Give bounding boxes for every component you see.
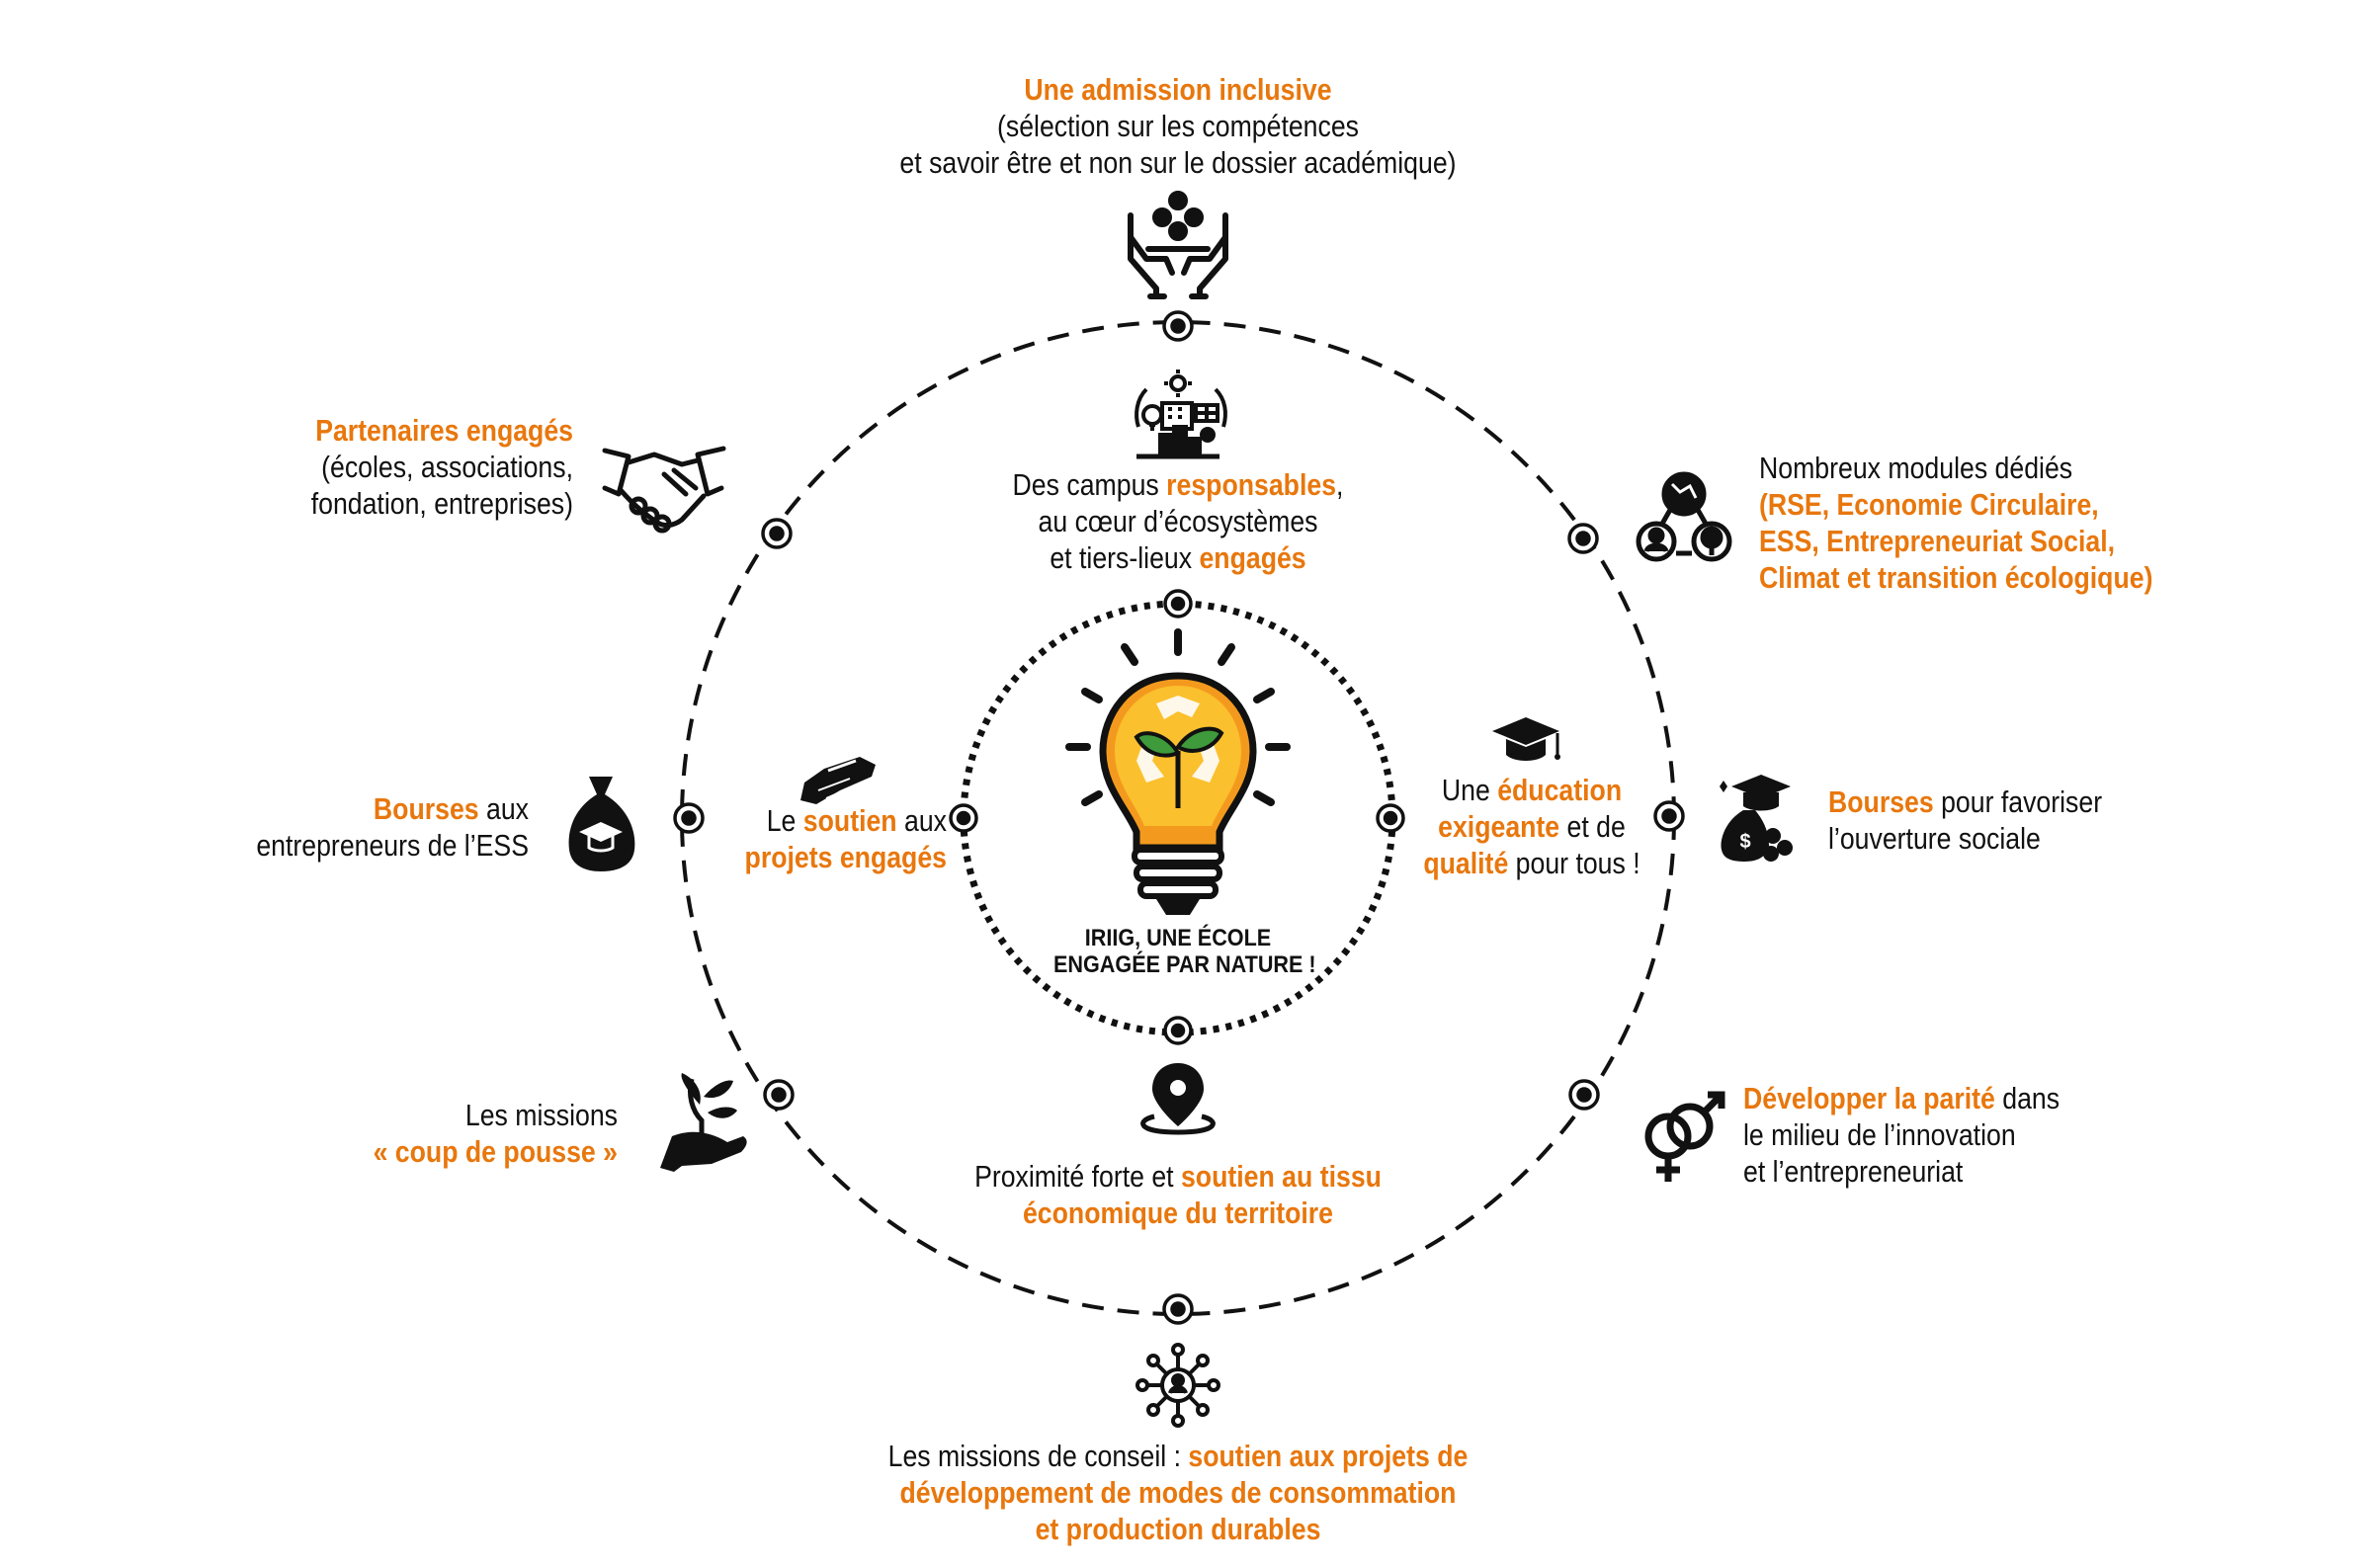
campus-line3-highlight: engagés (1199, 540, 1306, 575)
graduation-money-icon: $ (1720, 775, 1793, 862)
bourses-ess-rest: aux (478, 791, 529, 826)
engaged-partners-title: Partenaires engagés (315, 413, 573, 448)
inner-node-right (1376, 803, 1405, 833)
inner-node-bottom (1163, 1016, 1193, 1045)
bourses-ess-line2: entrepreneurs de l’ESS (256, 828, 529, 863)
sustainable-campus-icon (1135, 370, 1227, 459)
node-right (1653, 800, 1685, 832)
inclusive-admission-line3: et savoir être et non sur le dossier aca… (899, 145, 1457, 180)
dedicated-modules-line1: Nombreux modules dédiés (1759, 451, 2073, 485)
plant-in-hand-icon (660, 1073, 747, 1172)
bourses-sociale-rest: pour favoriser (1933, 784, 2103, 819)
education-line2-highlight: exigeante (1438, 809, 1560, 844)
gender-symbols-icon (1644, 1091, 1725, 1182)
education-line3-rest: pour tous ! (1508, 846, 1640, 880)
label-dedicated-modules: Nombreux modules dédiés (RSE, Economie C… (1759, 450, 2201, 596)
dedicated-modules-line2: (RSE, Economie Circulaire, (1759, 487, 2099, 522)
parite-line3: et l’entrepreneuriat (1743, 1154, 1964, 1189)
node-top-right (1567, 523, 1599, 554)
dedicated-modules-line3: ESS, Entrepreneuriat Social, (1759, 524, 2116, 558)
soutien-rest: aux (896, 803, 947, 838)
label-education-exigeante: Une éducation exigeante et de qualité po… (1404, 772, 1659, 881)
label-proximite: Proximité forte et soutien au tissu écon… (881, 1158, 1475, 1231)
soutien-line2: projets engagés (744, 840, 947, 874)
campus-line3-lead: et tiers-lieux (1050, 540, 1200, 575)
lightbulb-recycle-icon (1065, 628, 1291, 915)
education-highlight: éducation (1497, 773, 1623, 807)
label-bourses-ess: Bourses aux entrepreneurs de l’ESS (227, 790, 529, 864)
global-network-people-icon (1636, 471, 1732, 562)
missions-conseil-line2: développement de modes de consommation (899, 1475, 1457, 1510)
network-hub-person-icon (1135, 1343, 1220, 1428)
label-missions-conseil: Les missions de conseil : soutien aux pr… (753, 1438, 1603, 1547)
proximite-line2: économique du territoire (1022, 1196, 1334, 1230)
label-parite: Développer la parité dans le milieu de l… (1743, 1080, 2083, 1190)
coup-de-pousse-line1: Les missions (464, 1098, 618, 1132)
education-line2-rest: et de (1559, 809, 1626, 844)
handshake-icon (602, 446, 726, 534)
node-bottom-left (763, 1079, 795, 1111)
missions-conseil-highlight: soutien aux projets de (1188, 1439, 1469, 1473)
svg-text:$: $ (1739, 831, 1750, 853)
label-soutien-projets: Le soutien aux projets engagés (727, 802, 947, 875)
proximite-lead: Proximité forte et (974, 1159, 1181, 1194)
inner-node-top (1163, 589, 1193, 619)
bourses-sociale-line2: l’ouverture sociale (1828, 821, 2041, 856)
campus-lead: Des campus (1012, 467, 1167, 502)
node-top (1162, 310, 1194, 342)
inclusive-admission-title: Une admission inclusive (1024, 72, 1332, 107)
bourses-ess-highlight: Bourses (373, 791, 479, 826)
missions-conseil-line3: et production durables (1035, 1512, 1321, 1546)
node-left (673, 802, 705, 834)
parite-line2: le milieu de l’innovation (1743, 1117, 2016, 1152)
inclusive-admission-line2: (sélection sur les compétences (996, 109, 1360, 143)
education-lead: Une (1441, 773, 1498, 807)
inner-nodes (949, 589, 1405, 1045)
center-caption: IRIIG, UNE ÉCOLE ENGAGÉE PAR NATURE ! (1053, 925, 1316, 978)
engaged-partners-line2: (écoles, associations, (321, 450, 573, 484)
parite-rest: dans (1994, 1081, 2060, 1115)
label-engaged-partners: Partenaires engagés (écoles, association… (250, 412, 573, 522)
label-bourses-sociale: Bourses pour favoriser l’ouverture socia… (1828, 784, 2135, 857)
node-bottom (1162, 1293, 1194, 1325)
parite-highlight: Développer la parité (1743, 1081, 1995, 1115)
soutien-lead: Le (766, 803, 803, 838)
campus-highlight: responsables (1166, 467, 1337, 502)
location-pin-icon (1140, 1063, 1216, 1135)
center-caption-line1: IRIIG, UNE ÉCOLE (1084, 925, 1272, 951)
label-coup-de-pousse: Les missions « coup de pousse » (359, 1097, 618, 1170)
missions-conseil-lead: Les missions de conseil : (887, 1439, 1189, 1473)
center-caption-line2: ENGAGÉE PAR NATURE ! (1053, 951, 1316, 978)
node-bottom-right (1568, 1079, 1600, 1111)
outer-nodes (673, 310, 1685, 1325)
education-line3-highlight: qualité (1423, 846, 1509, 880)
hands-holding-people-icon (1128, 191, 1228, 299)
graduation-cap-icon (1492, 717, 1560, 761)
bourses-sociale-highlight: Bourses (1828, 784, 1934, 819)
campus-line2: au cœur d’écosystèmes (1038, 504, 1318, 538)
proximite-highlight: soutien au tissu (1180, 1159, 1382, 1194)
dedicated-modules-line4: Climat et transition écologique) (1759, 560, 2153, 595)
campus-rest: , (1336, 467, 1344, 502)
node-top-left (761, 518, 793, 549)
engaged-partners-line3: fondation, entreprises) (310, 486, 573, 521)
money-bag-graduation-icon (568, 777, 635, 871)
coup-de-pousse-line2: « coup de pousse » (373, 1134, 618, 1169)
label-inclusive-admission: Une admission inclusive (sélection sur l… (838, 71, 1518, 181)
inner-node-left (949, 803, 978, 833)
handshake-small-icon (800, 757, 876, 804)
label-campus-responsables: Des campus responsables, au cœur d’écosy… (923, 466, 1433, 576)
soutien-highlight: soutien (802, 803, 897, 838)
